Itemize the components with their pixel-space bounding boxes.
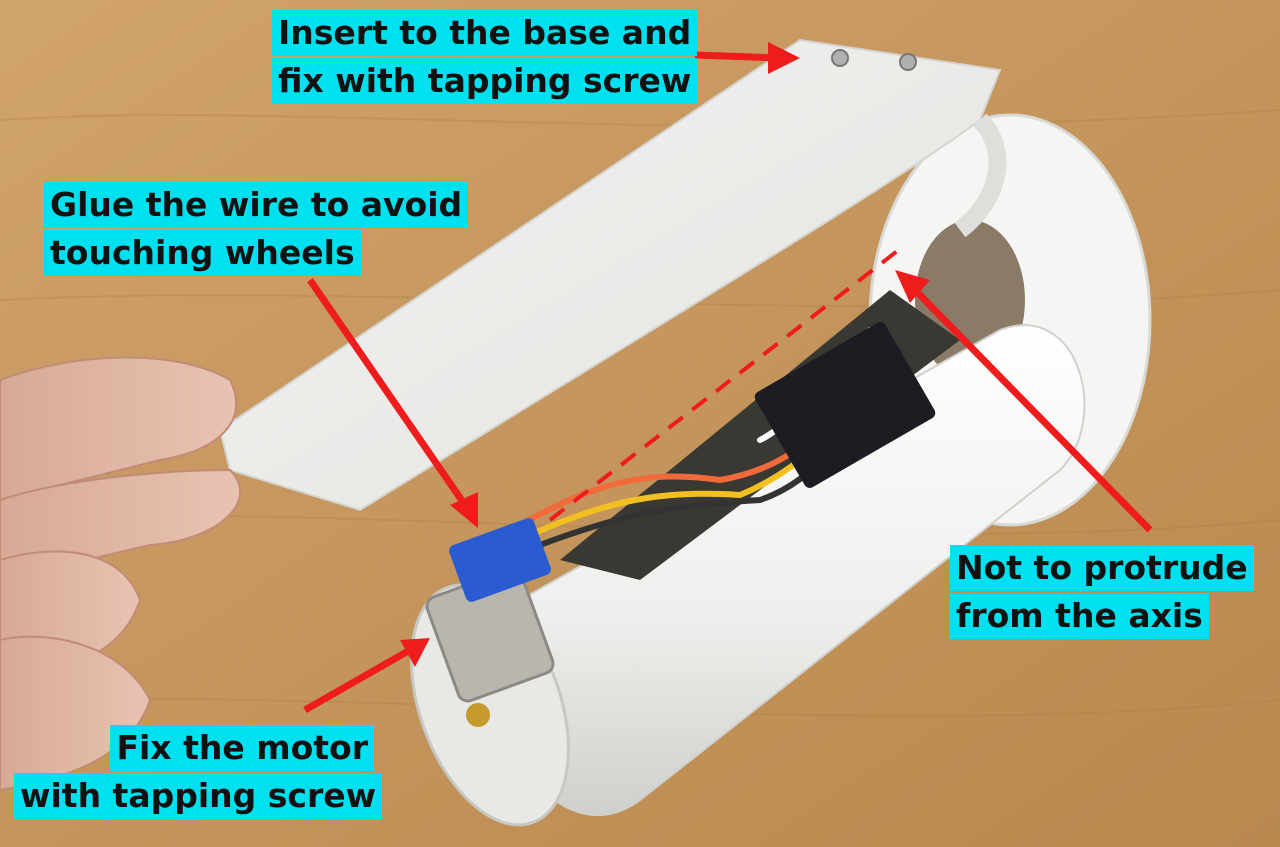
annotation-line: Insert to the base and: [272, 10, 698, 56]
annotation-not-protrude: Not to protrude from the axis: [950, 545, 1254, 641]
annotation-line: fix with tapping screw: [272, 58, 698, 104]
screw-icon: [831, 49, 849, 67]
stepper-motor: [425, 518, 555, 727]
annotation-line: Not to protrude: [950, 545, 1254, 591]
annotation-line: with tapping screw: [14, 773, 383, 819]
axis-dashed-line: [548, 243, 907, 522]
annotation-fix-motor: Fix the motor with tapping screw: [14, 725, 383, 821]
annotation-line: from the axis: [950, 593, 1209, 639]
annotation-insert-to-base: Insert to the base and fix with tapping …: [272, 10, 698, 106]
annotation-line: Fix the motor: [110, 725, 374, 771]
flap-curl: [954, 113, 1007, 238]
flap-cover: [218, 38, 1002, 512]
annotation-arrows: [303, 42, 1153, 714]
annotation-line: touching wheels: [44, 230, 361, 276]
annotation-line: Glue the wire to avoid: [44, 182, 469, 228]
hand: [0, 356, 242, 792]
screw-icon: [899, 53, 917, 71]
annotation-glue-wire: Glue the wire to avoid touching wheels: [44, 182, 469, 278]
circuit-board: [754, 322, 936, 488]
